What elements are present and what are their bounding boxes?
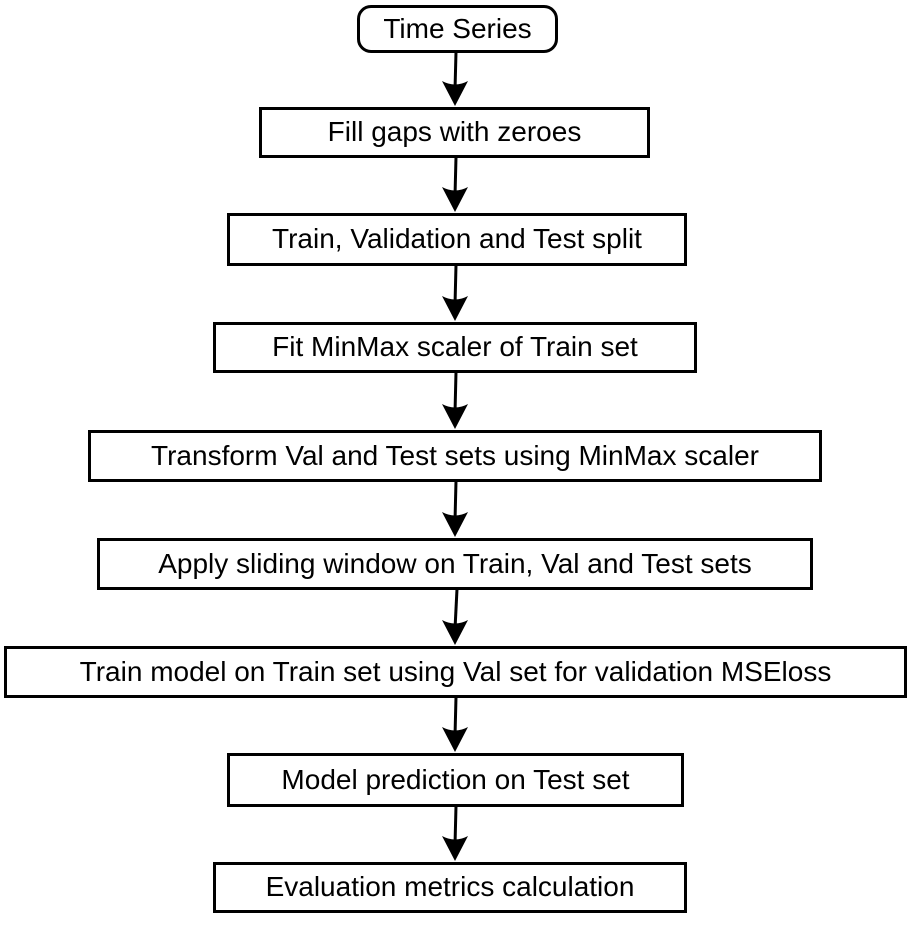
node-transform-sets: Transform Val and Test sets using MinMax… (88, 430, 822, 482)
arrow-sliding-window-to-train-model (442, 588, 468, 645)
node-fill-gaps: Fill gaps with zeroes (259, 107, 650, 158)
node-split: Train, Validation and Test split (227, 213, 687, 266)
node-predict: Model prediction on Test set (227, 753, 684, 807)
arrow-fit-scaler-to-transform (442, 371, 468, 429)
node-time-series: Time Series (357, 5, 558, 53)
arrow-train-model-to-predict (442, 696, 468, 752)
node-train-model: Train model on Train set using Val set f… (4, 646, 907, 698)
arrow-fill-gaps-to-split (442, 156, 468, 212)
arrow-predict-to-evaluate (442, 805, 468, 861)
node-fit-scaler: Fit MinMax scaler of Train set (213, 322, 697, 373)
node-evaluate: Evaluation metrics calculation (213, 862, 687, 913)
arrow-split-to-fit-scaler (442, 264, 468, 321)
node-sliding-window: Apply sliding window on Train, Val and T… (97, 538, 813, 590)
arrow-transform-to-sliding-window (442, 480, 468, 537)
arrow-time-series-to-fill-gaps (442, 51, 468, 106)
